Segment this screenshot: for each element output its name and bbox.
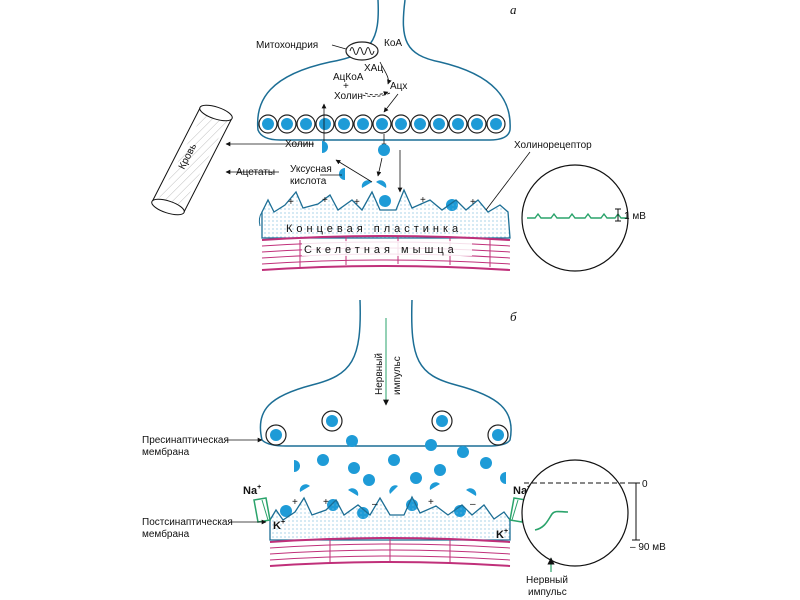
label-bottom-impulse-1: Нервный — [526, 575, 568, 586]
label-choline-top: Холин — [334, 91, 363, 102]
panel-b: б Нервный импульс Пресинаптическая мембр… — [142, 299, 666, 598]
label-coa: КоА — [384, 38, 402, 49]
label-choline: Холин — [285, 139, 314, 150]
epp-trace — [534, 510, 569, 531]
label-presynaptic-2: мембрана — [142, 446, 190, 458]
mitochondrion — [345, 41, 379, 61]
svg-text:+: + — [428, 497, 434, 508]
svg-text:–: – — [470, 499, 476, 510]
label-chac: ХАц — [364, 63, 383, 74]
svg-text:+: + — [322, 195, 328, 206]
label-minus-90: – 90 мВ — [630, 542, 666, 553]
svg-text:+: + — [292, 497, 298, 508]
label-ach: Ацх — [390, 81, 407, 92]
label-acetic-acid-2: кислота — [290, 176, 327, 187]
label-cholinoreceptor: Холинорецептор — [514, 140, 592, 151]
vesicle-row-a — [258, 114, 506, 134]
panel-b-letter: б — [510, 309, 517, 324]
ach-molecule — [378, 144, 390, 156]
panel-a-letter: а — [510, 2, 517, 17]
recording-circle-b — [521, 459, 632, 567]
svg-text:+: + — [323, 497, 329, 508]
label-acetyl-coa: АцКоА — [333, 72, 364, 83]
svg-text:+: + — [354, 197, 360, 208]
label-acetic-acid-1: Уксусная — [290, 164, 332, 175]
mepp-trace — [527, 212, 627, 219]
label-postsynaptic-1: Постсинаптическая — [142, 517, 233, 528]
postsynaptic-membrane — [269, 495, 511, 541]
label-zero: 0 — [642, 479, 648, 490]
label-plus-a: + — [343, 81, 349, 92]
recording-circle-a — [521, 164, 629, 272]
label-na-left: Na+ — [243, 484, 261, 497]
label-bottom-impulse-2: импульс — [528, 587, 567, 598]
label-nerve-impulse-2: импульс — [392, 356, 403, 395]
svg-text:+: + — [288, 197, 294, 208]
label-nerve-impulse-1: Нервный — [374, 353, 385, 395]
label-k-left: K+ — [273, 519, 285, 532]
label-mitochondria: Митохондрия — [256, 40, 318, 51]
na-channel-left — [253, 497, 271, 523]
skeletal-muscle-b — [269, 537, 511, 567]
label-postsynaptic-2: мембрана — [142, 528, 190, 540]
panel-a: а Митохондрия КоА ХАц АцКоА — [151, 0, 646, 272]
end-plate-a — [261, 188, 511, 239]
vesicle-row-b — [265, 410, 509, 446]
acetate-molecule — [339, 168, 345, 180]
blood-vessel: Кровь — [151, 104, 233, 216]
svg-text:+: + — [420, 195, 426, 206]
label-presynaptic-1: Пресинаптическая — [142, 435, 229, 446]
choline-molecule — [322, 141, 328, 153]
label-acetates: Ацетаты — [236, 167, 275, 178]
svg-text:+: + — [470, 197, 476, 208]
label-scale-1mv: 1 мВ — [624, 211, 646, 222]
label-k-right: K+ — [496, 528, 508, 541]
label-end-plate: Концевая пластинка — [286, 223, 462, 235]
svg-text:–: – — [372, 499, 378, 510]
label-skeletal-muscle: Скелетная мышца — [304, 244, 458, 256]
